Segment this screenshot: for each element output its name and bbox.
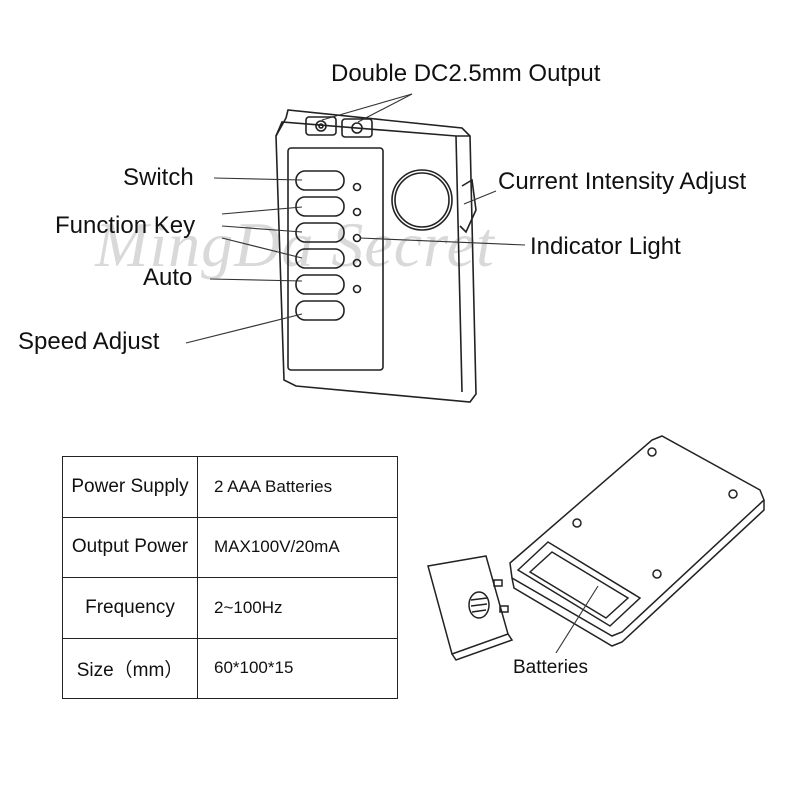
label-speed-adjust: Speed Adjust [18, 328, 160, 355]
spec-key: Frequency [62, 577, 198, 639]
label-indicator-light: Indicator Light [530, 233, 681, 260]
table-row: Size（mm） 60*100*15 [62, 637, 398, 699]
spec-value: MAX100V/20mA [197, 516, 398, 578]
spec-key: Output Power [62, 516, 198, 578]
label-switch: Switch [123, 164, 194, 191]
label-auto: Auto [143, 264, 193, 291]
spec-value: 60*100*15 [197, 637, 398, 699]
spec-key: Size（mm） [62, 637, 198, 699]
label-double-output: Double DC2.5mm Output [331, 60, 601, 87]
table-row: Frequency 2~100Hz [62, 577, 398, 639]
spec-table: Power Supply 2 AAA Batteries Output Powe… [62, 456, 398, 699]
label-function-key: Function Key [55, 212, 196, 239]
watermark: MingDa Secret [95, 209, 495, 280]
label-current-intensity: Current Intensity Adjust [498, 168, 747, 195]
spec-value: 2~100Hz [197, 577, 398, 639]
label-batteries: Batteries [513, 657, 588, 678]
table-row: Output Power MAX100V/20mA [62, 516, 398, 578]
